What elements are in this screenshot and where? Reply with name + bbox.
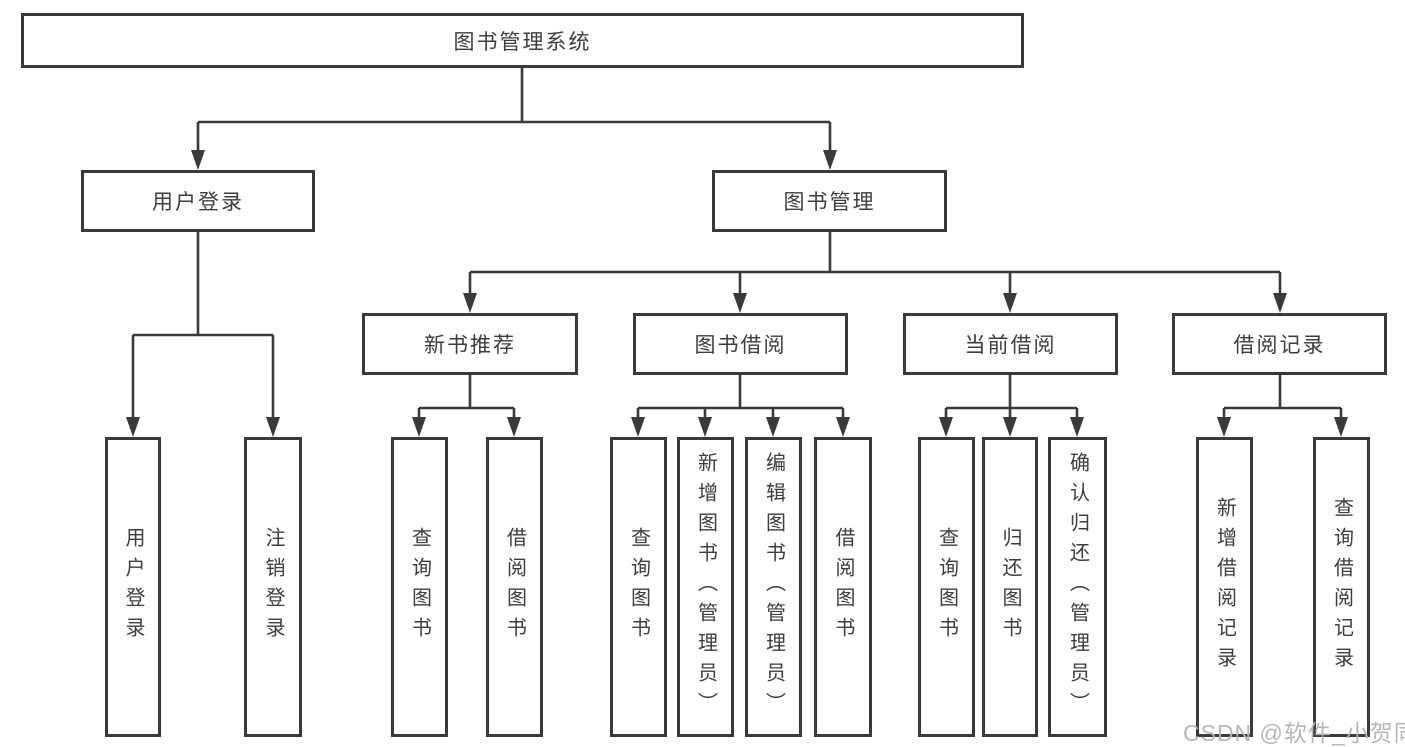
leaf-query-books-1-label: 查询图书: [408, 527, 431, 647]
leaf-user-login: 用户登录: [105, 437, 161, 737]
leaf-confirm-return-admin: 确认归还（管理员）: [1048, 437, 1107, 737]
leaf-confirm-return-admin-label: 确认归还（管理员）: [1066, 452, 1089, 722]
leaf-logout-label: 注销登录: [262, 527, 284, 647]
leaf-add-book-admin-label: 新增图书（管理员）: [694, 452, 717, 722]
node-user-login-label: 用户登录: [152, 191, 244, 214]
leaf-return-books-label: 归还图书: [999, 527, 1021, 647]
leaf-borrow-books-2-label: 借阅图书: [832, 527, 854, 647]
csdn-watermark: CSDN @软件_小贺同学: [1183, 720, 1405, 746]
node-root: 图书管理系统: [21, 13, 1024, 68]
leaf-query-books-2: 查询图书: [610, 437, 667, 737]
node-current-borrowing: 当前借阅: [903, 313, 1118, 375]
leaf-query-borrow-record-label: 查询借阅记录: [1330, 497, 1353, 677]
leaf-borrow-books-2: 借阅图书: [814, 437, 872, 737]
leaf-add-borrow-record: 新增借阅记录: [1196, 437, 1253, 737]
leaf-edit-book-admin: 编辑图书（管理员）: [745, 437, 802, 737]
leaf-add-borrow-record-label: 新增借阅记录: [1213, 497, 1236, 677]
leaf-query-books-2-label: 查询图书: [627, 527, 650, 647]
leaf-query-borrow-record: 查询借阅记录: [1313, 437, 1370, 737]
node-borrowing-records-label: 借阅记录: [1233, 334, 1326, 357]
leaf-query-books-3-label: 查询图书: [935, 527, 958, 647]
node-new-book-recommendation: 新书推荐: [362, 313, 578, 375]
leaf-query-books-1: 查询图书: [391, 437, 448, 737]
node-book-management: 图书管理: [712, 170, 947, 232]
node-current-borrowing-label: 当前借阅: [964, 334, 1057, 357]
node-book-management-label: 图书管理: [783, 191, 876, 214]
leaf-edit-book-admin-label: 编辑图书（管理员）: [762, 452, 785, 722]
leaf-logout: 注销登录: [244, 437, 302, 737]
leaf-borrow-books-1: 借阅图书: [486, 437, 543, 737]
leaf-borrow-books-1-label: 借阅图书: [503, 527, 526, 647]
node-user-login: 用户登录: [81, 170, 315, 232]
node-borrowing-records: 借阅记录: [1172, 313, 1387, 375]
node-book-borrowing: 图书借阅: [633, 313, 848, 375]
leaf-add-book-admin: 新增图书（管理员）: [677, 437, 734, 737]
leaf-query-books-3: 查询图书: [918, 437, 975, 737]
node-book-borrowing-label: 图书借阅: [694, 334, 787, 357]
leaf-return-books: 归还图书: [982, 437, 1038, 737]
leaf-user-login-label: 用户登录: [122, 527, 144, 647]
node-new-book-recommendation-label: 新书推荐: [424, 334, 516, 357]
node-root-label: 图书管理系统: [453, 30, 592, 54]
